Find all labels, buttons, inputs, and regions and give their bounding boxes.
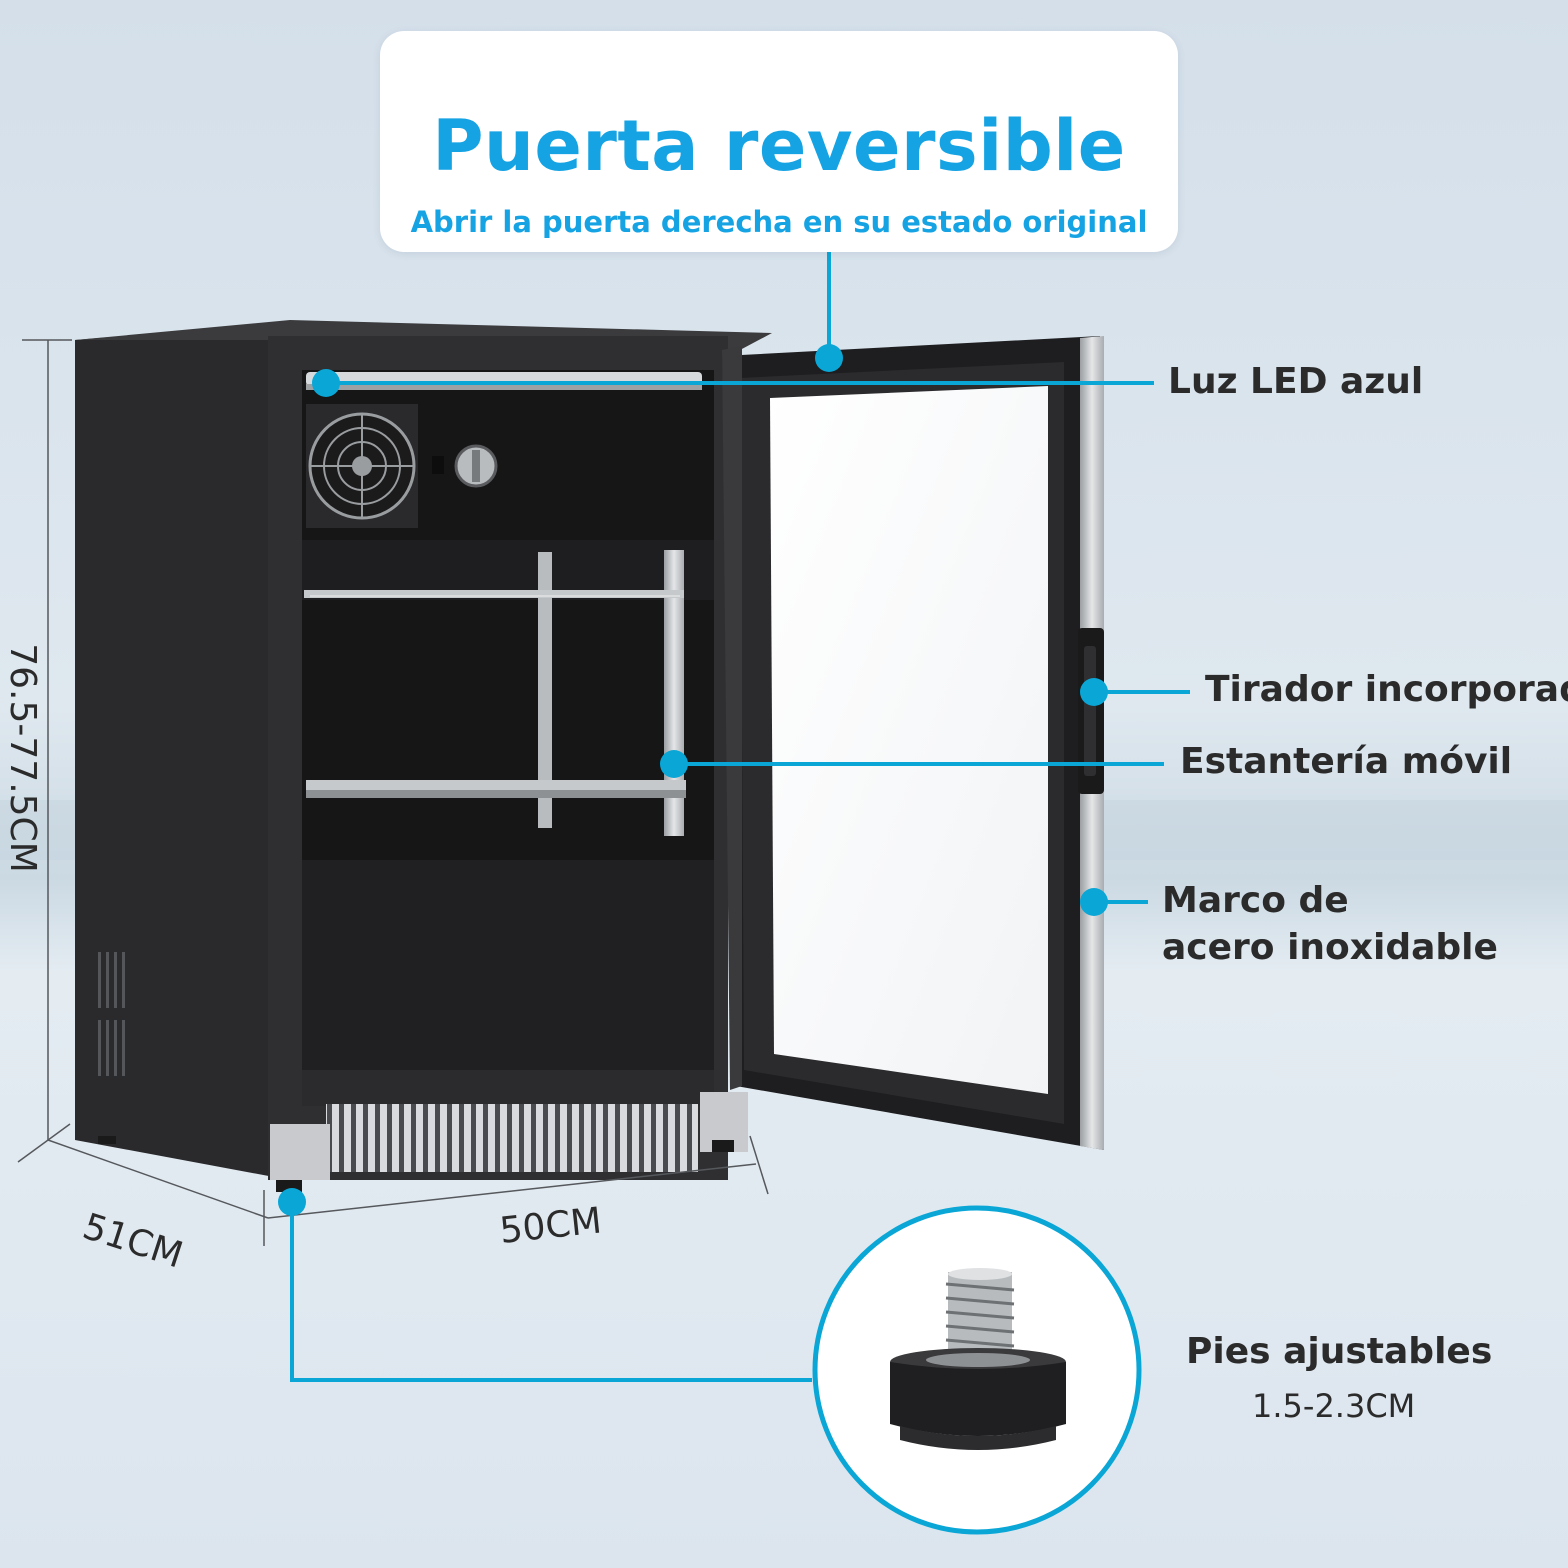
label-built-in-handle: Tirador incorporado: [1205, 669, 1568, 710]
glass-door: [722, 336, 1104, 1150]
callout-dot-frame: [1080, 888, 1108, 916]
callout-dot-door: [815, 344, 843, 372]
label-frame-line1: Marco de: [1162, 880, 1349, 921]
label-led-light: Luz LED azul: [1168, 361, 1424, 402]
callout-dot-handle: [1080, 678, 1108, 706]
shelf-lower: [306, 780, 686, 798]
adjustable-foot-detail: [812, 1205, 1142, 1535]
callout-dot-led: [312, 369, 340, 397]
label-feet-range: 1.5-2.3CM: [1252, 1387, 1416, 1425]
callout-dots: [278, 344, 1108, 1216]
bottom-grille: [326, 1104, 698, 1172]
dimension-lines: [17, 339, 769, 1246]
dimension-height: 76.5-77.5CM: [2, 643, 43, 873]
callout-dot-shelf: [660, 750, 688, 778]
label-frame-line2: acero inoxidable: [1162, 927, 1498, 968]
shelf-upper: [304, 590, 684, 598]
fan-icon: [306, 404, 418, 528]
page-title: Puerta reversible: [432, 105, 1126, 187]
label-adjustable-feet: Pies ajustables: [1186, 1331, 1493, 1372]
title-card: Puerta reversible Abrir la puerta derech…: [380, 31, 1178, 252]
callout-dot-feet: [278, 1188, 306, 1216]
cabinet-side: [75, 322, 290, 1180]
page-subtitle: Abrir la puerta derecha en su estado ori…: [410, 205, 1148, 239]
thermostat-knob: [432, 444, 498, 488]
callout-lines: [290, 252, 1190, 1382]
label-movable-shelf: Estantería móvil: [1180, 741, 1513, 782]
